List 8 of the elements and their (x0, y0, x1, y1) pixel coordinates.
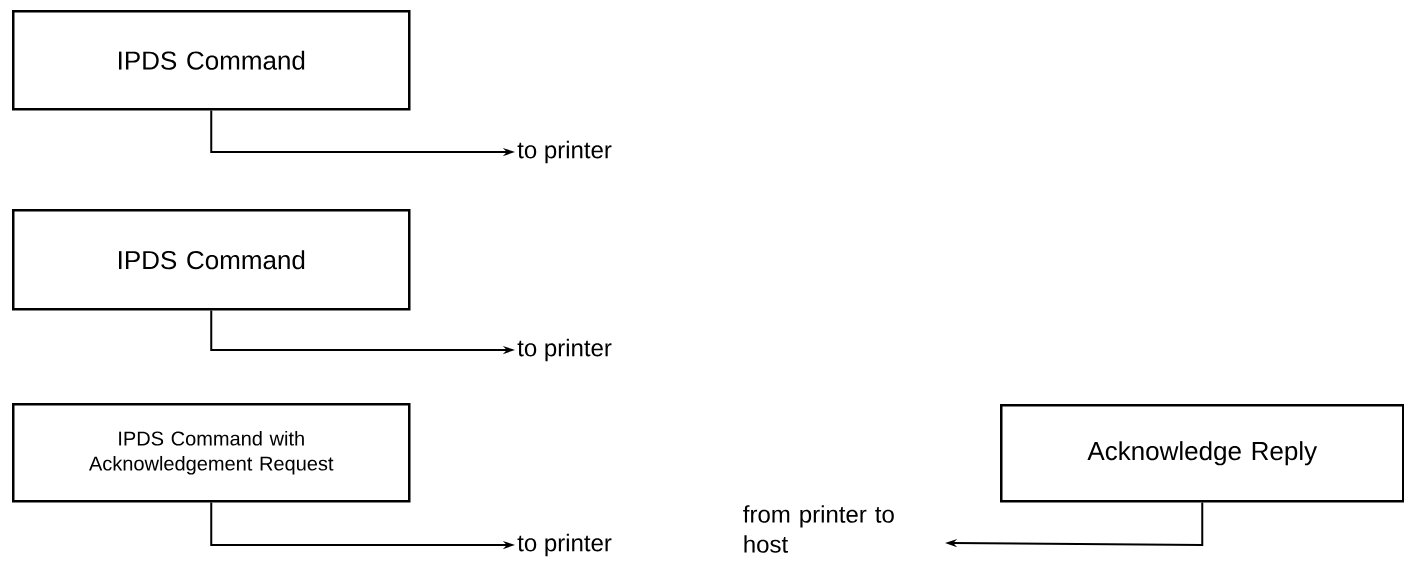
process-box: IPDS Command (12, 10, 411, 111)
destination-label: to printer (517, 338, 612, 362)
process-box: IPDS Command (12, 209, 411, 311)
destination-label: from printer to host (743, 505, 894, 553)
destination-label: to printer (517, 533, 612, 557)
process-box: Acknowledge Reply (1000, 404, 1404, 503)
destination-label: to printer (517, 140, 612, 164)
process-box: IPDS Command with Acknowledgement Request (12, 403, 411, 503)
